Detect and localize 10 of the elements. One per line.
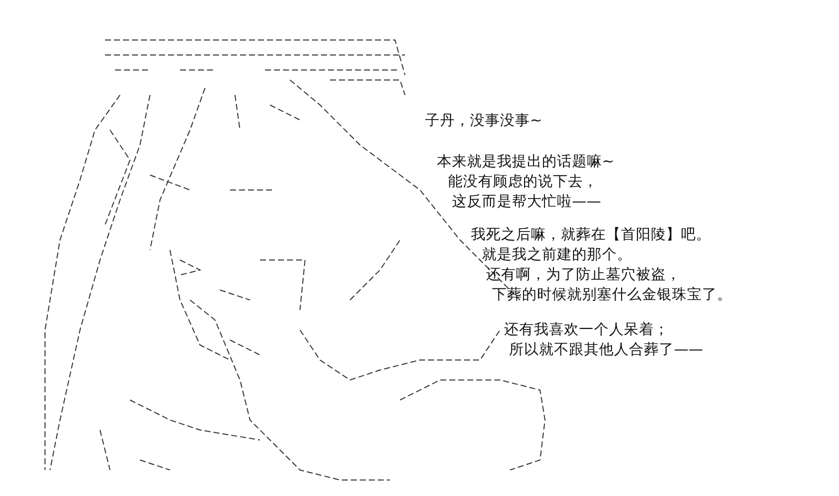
- dialogue-text: 能没有顾虑的说下去，: [448, 173, 598, 191]
- dialogue-text: 下葬的时候就别塞什么金银珠宝了。: [492, 286, 732, 304]
- dialogue-text: 还有啊，为了防止墓穴被盗，: [486, 266, 681, 284]
- dialogue-text: 这反而是帮大忙啦——: [452, 193, 601, 211]
- dialogue-text: 我死之后嘛，就葬在【首阳陵】吧。: [471, 226, 711, 244]
- dialogue-text: 就是我之前建的那个。: [482, 246, 632, 264]
- dialogue-text: 子丹，没事没事~: [425, 112, 542, 130]
- dialogue-text: 所以就不跟其他人合葬了——: [509, 341, 703, 359]
- dialogue-text: 本来就是我提出的话题嘛~: [437, 153, 614, 171]
- dialogue-text: 还有我喜欢一个人呆着；: [504, 321, 669, 339]
